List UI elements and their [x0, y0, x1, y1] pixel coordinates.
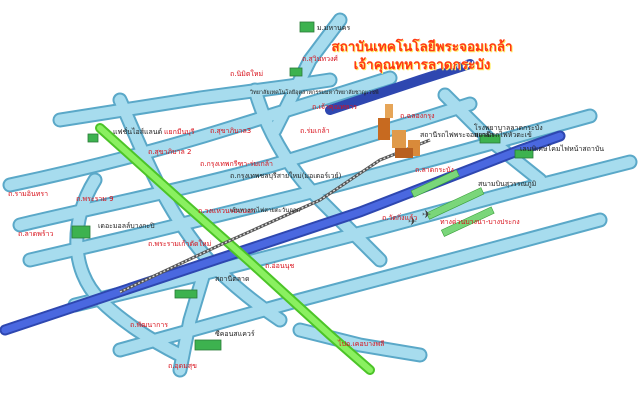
- place-label: สนามบินสุวรรณภูมิ: [478, 180, 537, 188]
- place-label: ถ.กรุงเทพชลบุรีสายใหม่(มอเตอร์เวย์): [230, 172, 342, 180]
- place-label: โรงพยาบาลลาดกระบัง: [474, 124, 543, 132]
- map-title: สถาบันเทคโนโลยีพระจอมเกล้า เจ้าคุณทหารลา…: [318, 38, 526, 74]
- place-label: ม.มหานคร: [317, 24, 351, 32]
- road-label: ถ.อ่อนนุช: [265, 262, 295, 270]
- airplane-icon-2: ✈: [422, 208, 431, 221]
- road-label: ทางด่วนบางนา-บางประกง: [440, 218, 520, 226]
- landmark-buildings: [71, 21, 534, 351]
- title-line-1: สถาบันเทคโนโลยีพระจอมเกล้า: [331, 39, 513, 55]
- airplane-icon: ✈: [408, 215, 417, 228]
- road-label: ถ.วงแหวนรอบนอก: [198, 207, 256, 215]
- road-label: ไปอ.เคอบางพลี: [338, 340, 385, 348]
- road-label: ถ.เจ้าคุณทหาร: [312, 103, 357, 111]
- road-label: ถ.กรุงเทพกรีฑา-ร่มเกล้า: [200, 160, 273, 168]
- road-label: ถ.พระรามเก้าตัดใหม่: [148, 240, 212, 248]
- campus-buildings: [378, 104, 420, 158]
- road-label: ถ.สุวินทวงศ์: [302, 55, 338, 63]
- road-label: ถ.วัดกิ่งแก้ว: [382, 214, 418, 222]
- road-label: ถ.สุขาภิบาล3: [210, 127, 252, 135]
- motorway-north: [325, 59, 475, 115]
- roads: [4, 14, 636, 376]
- airport: [410, 169, 495, 237]
- place-label: แยกมีนบุรี: [164, 128, 195, 136]
- place-label: ซีคอนสแควร์: [215, 330, 255, 338]
- road-label: ถ.ร่มเกล้า: [300, 127, 330, 135]
- place-label: สถานีตลาด: [215, 275, 250, 283]
- road-label: ถ.พระราม 9: [76, 195, 114, 203]
- road-label: ถ.ฉลองกรุง: [400, 112, 435, 120]
- road-label: ถ.รามอินทรา: [8, 190, 49, 198]
- road-label: ถ.อุดมสุข: [168, 362, 197, 370]
- place-label: สถานีรถไฟพระจอมเกล้า: [420, 131, 494, 139]
- road-label: ถ.นิมิตใหม่: [230, 70, 264, 78]
- road-label: ถ.สุขาภิบาล 2: [148, 148, 192, 156]
- road-label: ถ.ลาดพร้าว: [18, 230, 54, 238]
- title-line-2: เจ้าคุณทหารลาดกระบัง: [353, 57, 491, 73]
- place-label: สถานีรถไฟหัวตะเข้: [474, 131, 532, 139]
- place-label: แฟชั่นไอส์แลนด์: [113, 128, 163, 136]
- road-label: ถ.ลาดกระบัง: [415, 166, 454, 174]
- place-label: เดอะมอลล์บางกะปิ: [98, 222, 155, 230]
- place-label: วิทยาลัยเทคโนโลยีอุตสาหกรรมมหาวิทยาลัยชา…: [250, 90, 379, 96]
- place-label: เส้นทางรถไฟสายตะวันออก: [230, 207, 301, 214]
- road-label: ถ.พัฒนาการ: [130, 321, 169, 329]
- place-label: เลนพิเศษโคมไฟหน้าสถาบัน: [520, 145, 605, 153]
